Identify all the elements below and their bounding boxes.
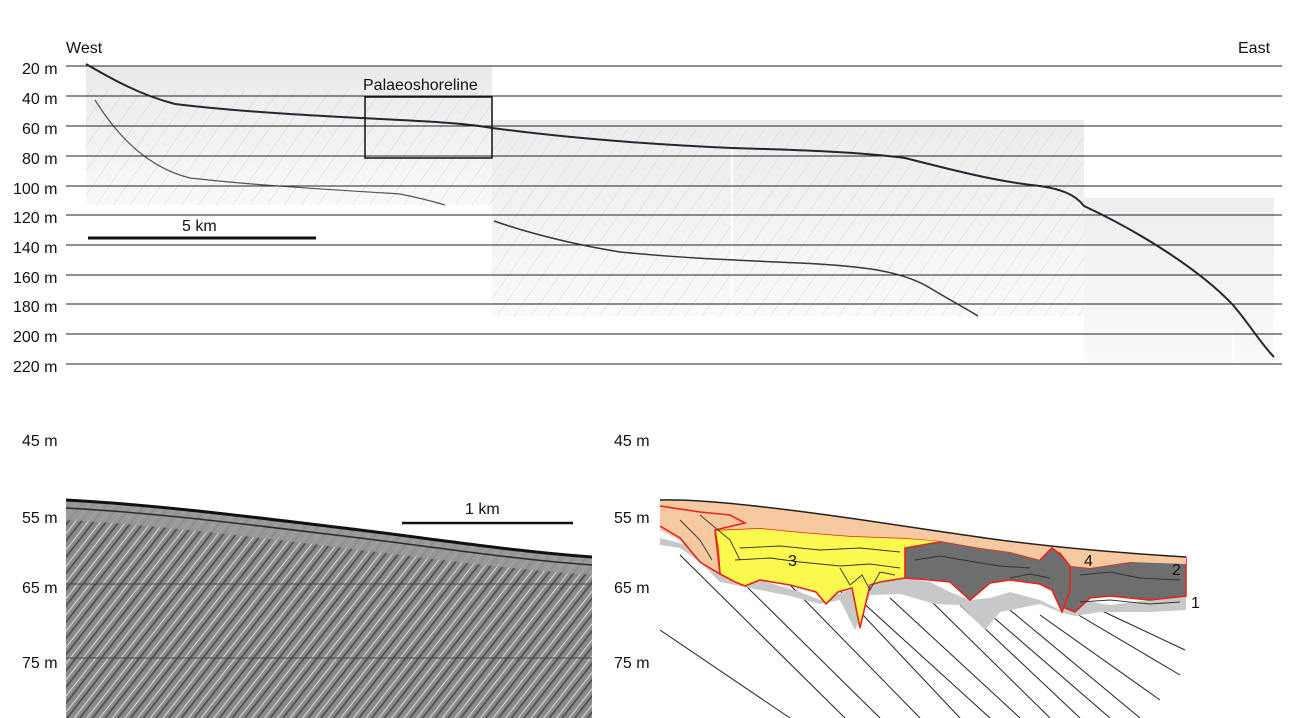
unit-label-2: 2 [1172,562,1181,579]
bl-depth-label-75m: 75 m [22,655,58,672]
unit-label-3: 3 [788,553,797,570]
scale-label-5km: 5 km [182,218,217,235]
unit-label-4: 4 [1084,553,1093,570]
interpretation-seafloor [659,499,1187,558]
depth-label-80m: 80 m [22,151,58,168]
depth-label-60m: 60 m [22,121,58,138]
unit-1-light-grey [660,538,1186,630]
depth-gridlines [66,65,1282,365]
bl-depth-label-55m: 55 m [22,510,58,527]
top-seismic-profile [85,63,1275,364]
east-label: East [1238,40,1271,57]
depth-label-180m: 180 m [13,299,58,316]
seismic-panel-west-hatch [86,90,492,205]
br-depth-label-45m: 45 m [614,433,650,450]
depth-label-40m: 40 m [22,91,58,108]
bottom-right-interpretation [659,499,1187,718]
subsurface-reflector [493,220,979,317]
br-depth-label-65m: 65 m [614,580,650,597]
scale-label-1km: 1 km [465,501,500,518]
west-label: West [66,40,103,57]
br-depth-label-55m: 55 m [614,510,650,527]
seafloor-reflector [85,63,1275,358]
unit-label-1: 1 [1191,595,1200,612]
depth-label-140m: 140 m [13,240,58,257]
palaeoshoreline-label: Palaeoshoreline [363,77,478,94]
palaeoshoreline-box [364,96,493,159]
br-depth-label-75m: 75 m [614,655,650,672]
depth-label-100m: 100 m [13,181,58,198]
bl-depth-label-45m: 45 m [22,433,58,450]
depth-label-200m: 200 m [13,329,58,346]
depth-label-160m: 160 m [13,270,58,287]
subsurface-reflector [94,99,446,206]
depth-label-220m: 220 m [13,359,58,376]
depth-label-20m: 20 m [22,61,58,78]
bl-depth-label-65m: 65 m [22,580,58,597]
seismic-panel-middle-hatch [492,130,1084,316]
depth-label-120m: 120 m [13,210,58,227]
unit-4-orange [660,499,1186,574]
internal-reflectors [679,514,1181,605]
bottom-left-seismic-image [66,495,592,718]
seismic-panel-east [1084,198,1274,364]
